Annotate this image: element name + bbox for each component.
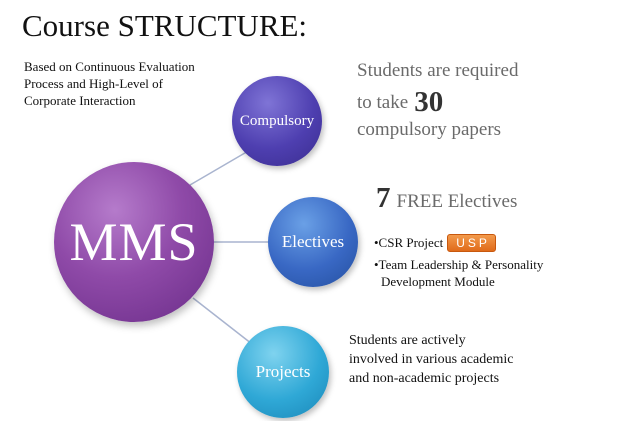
electives-circle: Electives (268, 197, 358, 287)
electives-count: 7 (376, 182, 391, 214)
compulsory-text-prefix: to take (357, 92, 409, 113)
slide-title: Course STRUCTURE: (22, 8, 308, 43)
projects-circle: Projects (237, 326, 329, 418)
team-leadership-line1: •Team Leadership & Personality (374, 257, 544, 272)
connector-compulsory (189, 149, 251, 186)
compulsory-circle: Compulsory (232, 76, 322, 166)
csr-project-text: •CSR Project (374, 235, 444, 250)
projects-line: Students are actively (349, 333, 466, 348)
subtitle-line: Based on Continuous Evaluation (24, 59, 195, 74)
projects-line: involved in various academic (349, 352, 514, 367)
compulsory-text-line3: compulsory papers (357, 119, 502, 140)
subtitle-line: Process and High-Level of (24, 76, 163, 91)
electives-heading-text: FREE Electives (396, 191, 518, 212)
compulsory-count: 30 (414, 86, 444, 118)
team-leadership-line2: Development Module (381, 274, 495, 289)
electives-label: Electives (281, 232, 345, 251)
mms-circle: MMS (54, 162, 214, 322)
compulsory-text-line1: Students are required (357, 60, 519, 81)
connector-projects (192, 297, 253, 345)
projects-description: Students are actively involved in variou… (349, 331, 513, 388)
usp-badge: USP (447, 234, 496, 252)
compulsory-label: Compulsory (239, 112, 315, 129)
slide-subtitle: Based on Continuous Evaluation Process a… (24, 58, 195, 109)
projects-line: and non-academic projects (349, 371, 500, 386)
electives-bullet-team: •Team Leadership & Personality Developme… (374, 256, 543, 290)
electives-bullet-csr: •CSR Project USP (374, 234, 496, 252)
mms-label: MMS (69, 212, 199, 272)
subtitle-line: Corporate Interaction (24, 93, 136, 108)
projects-label: Projects (255, 362, 311, 381)
